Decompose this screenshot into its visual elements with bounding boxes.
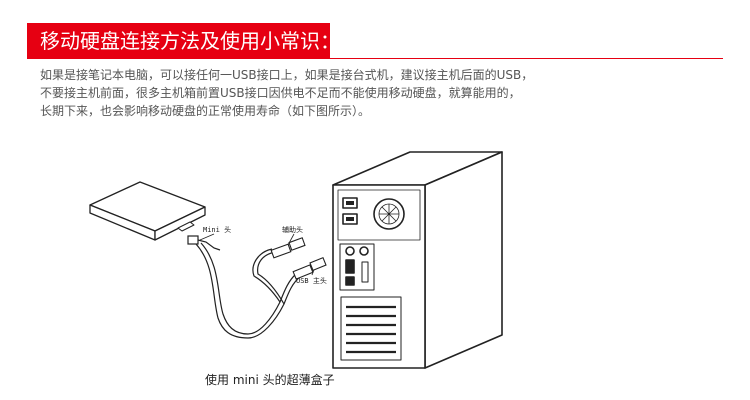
usb-cable: [187, 235, 301, 339]
desktop-tower-icon: [332, 151, 503, 369]
usb-main-label: USB 主头: [296, 276, 327, 285]
title-underline: [330, 58, 723, 59]
usb-aux-connector-icon: [270, 237, 306, 259]
paragraph-line: 不要接主机前面，很多主机箱前置USB接口因供电不足而不能使用移动硬盘，就算能用的…: [40, 86, 521, 100]
paragraph-line: 长期下来，也会影响移动硬盘的正常使用寿命（如下图所示）。: [40, 104, 371, 118]
usb-main-connector-icon: [292, 256, 327, 280]
instruction-paragraph: 如果是接笔记本电脑，可以接任何一USB接口上，如果是接台式机，建议接主机后面的U…: [40, 66, 730, 120]
mini-connector-label: Mini 头: [203, 225, 231, 234]
hard-drive-icon: [89, 181, 206, 241]
figure-caption: 使用 mini 头的超薄盒子: [205, 373, 335, 387]
paragraph-line: 如果是接笔记本电脑，可以接任何一USB接口上，如果是接台式机，建议接主机后面的U…: [40, 68, 534, 82]
section-title: 移动硬盘连接方法及使用小常识：: [27, 23, 340, 59]
aux-connector-label: 辅助头: [282, 225, 303, 234]
